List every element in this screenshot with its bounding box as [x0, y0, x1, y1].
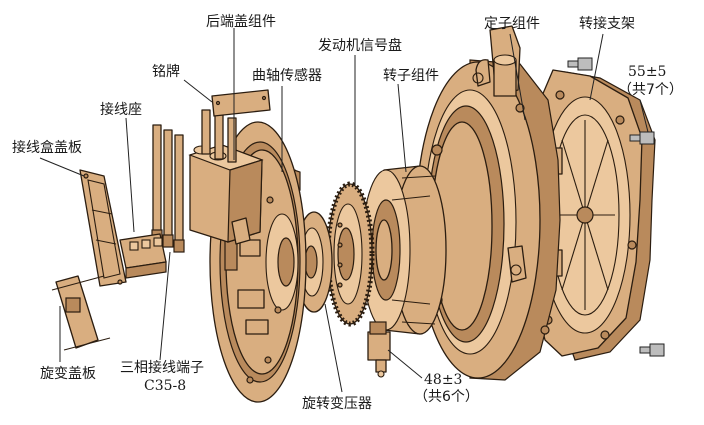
- terminal-base-drawing: [119, 233, 167, 279]
- resolver-cover-drawing: [51, 275, 111, 351]
- label-resolver: 旋转变压器: [302, 396, 372, 412]
- label-signal-disc: 发动机信号盘: [318, 38, 402, 54]
- label-junction-cover: 接线盒盖板: [12, 140, 82, 156]
- label-crank-sensor: 曲轴传感器: [252, 68, 322, 84]
- rotor-drawing: [361, 165, 447, 335]
- label-terminal-model: C35-8: [144, 378, 187, 394]
- bolt-group: [567, 57, 665, 357]
- rear-cover-drawing: [188, 109, 307, 403]
- label-adapter-bracket: 转接支架: [579, 16, 635, 32]
- bolt-right: [629, 131, 655, 145]
- label-stator: 定子组件: [484, 16, 540, 32]
- signal-disc-drawing: [325, 181, 375, 327]
- torque-bracket-value: 55±5: [628, 64, 667, 80]
- nameplate-drawing: [211, 89, 271, 117]
- terminal-rods-drawing: [151, 124, 185, 253]
- junction-cover-drawing: [79, 169, 127, 287]
- label-resolver-cover: 旋变盖板: [40, 366, 96, 382]
- leader-lines: [39, 28, 649, 393]
- bolt-bottom: [639, 343, 665, 357]
- torque-sensor-count: （共6个）: [414, 389, 479, 405]
- small-sensor-drawing: [367, 321, 391, 378]
- bolt-top: [567, 57, 593, 71]
- label-three-phase-terminal: 三相接线端子: [120, 360, 204, 376]
- label-nameplate: 铭牌: [152, 64, 180, 80]
- torque-bracket-count: （共7个）: [618, 82, 683, 98]
- label-rotor: 转子组件: [383, 68, 439, 84]
- label-terminal-base: 接线座: [100, 102, 142, 118]
- label-rear-cover: 后端盖组件: [206, 14, 276, 30]
- stator-drawing: [415, 25, 561, 381]
- torque-sensor-value: 48±3: [424, 372, 463, 388]
